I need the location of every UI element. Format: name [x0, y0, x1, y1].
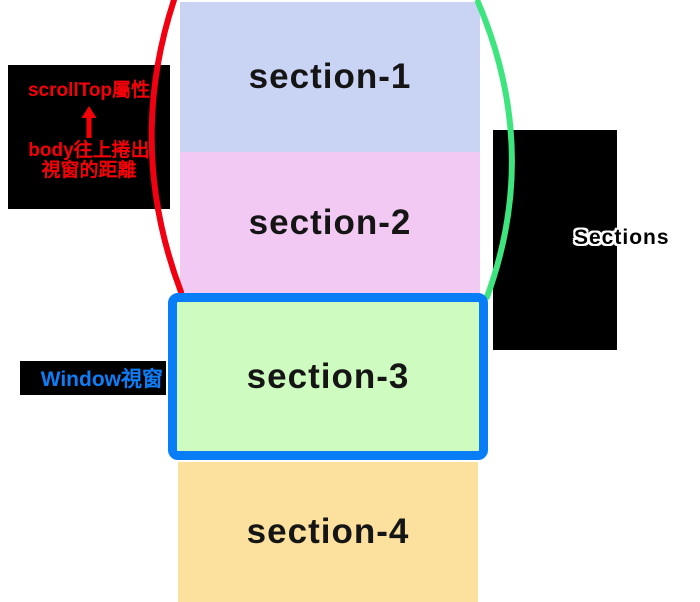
window-label-text: Window視窗	[40, 368, 163, 391]
up-arrow-icon	[81, 105, 97, 138]
section-1-label: section-1	[248, 57, 412, 96]
section-4-block: section-4	[178, 462, 478, 602]
window-viewport-box: section-3	[168, 293, 488, 460]
scrolltop-callout-title: scrollTop屬性	[27, 80, 151, 101]
section-1-block: section-1	[180, 2, 480, 152]
right-note-label: Sections	[574, 226, 670, 249]
scrolltop-callout-line1: body往上捲出	[28, 139, 150, 161]
scrolltop-callout-box: scrollTop屬性 body往上捲出 視窗的距離	[8, 65, 170, 209]
scrolltop-callout-line2: 視窗的距離	[41, 160, 137, 182]
section-3-label: section-3	[246, 356, 410, 396]
section-4-label: section-4	[246, 512, 410, 551]
section-2-block: section-2	[180, 152, 480, 293]
section-2-label: section-2	[248, 202, 412, 242]
window-label-box: Window視窗	[20, 361, 166, 395]
